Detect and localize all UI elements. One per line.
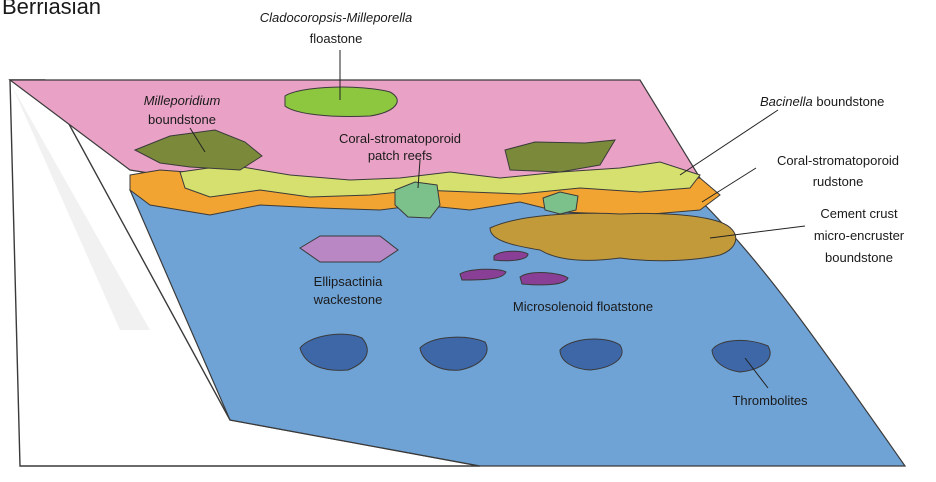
label-bacinella-rest: boundstone xyxy=(813,94,885,109)
label-bacinella-italic: Bacinella xyxy=(760,94,813,109)
leader-bacinella xyxy=(680,110,778,175)
label-milleporidium-1: Milleporidium xyxy=(144,93,221,108)
label-cement-2: micro-encruster xyxy=(814,228,905,243)
leader-rudstone xyxy=(702,168,756,202)
cladocoropsis-patch xyxy=(285,87,397,116)
label-cement-3: boundstone xyxy=(825,250,893,265)
label-cladocoropsis-2: floastone xyxy=(310,31,363,46)
diagram-title: Berriasian xyxy=(2,0,101,19)
label-microsolenoid: Microsolenoid floatstone xyxy=(513,299,653,314)
label-ellipsactinia-2: wackestone xyxy=(313,292,383,307)
label-milleporidium-2: boundstone xyxy=(148,112,216,127)
label-bacinella: Bacinella boundstone xyxy=(760,94,884,109)
label-cement-1: Cement crust xyxy=(820,206,898,221)
label-patch-reefs-2: patch reefs xyxy=(368,148,433,163)
microsolenoid-patch-3 xyxy=(520,273,568,285)
label-patch-reefs-1: Coral-stromatoporoid xyxy=(339,131,461,146)
label-cladocoropsis-1: Cladocoropsis-Milleporella xyxy=(260,10,412,25)
label-ellipsactinia-1: Ellipsactinia xyxy=(314,274,383,289)
label-rudstone-1: Coral-stromatoporoid xyxy=(777,153,899,168)
label-rudstone-2: rudstone xyxy=(813,174,864,189)
ellipsactinia-patch xyxy=(300,236,398,262)
label-thrombolites: Thrombolites xyxy=(732,393,808,408)
